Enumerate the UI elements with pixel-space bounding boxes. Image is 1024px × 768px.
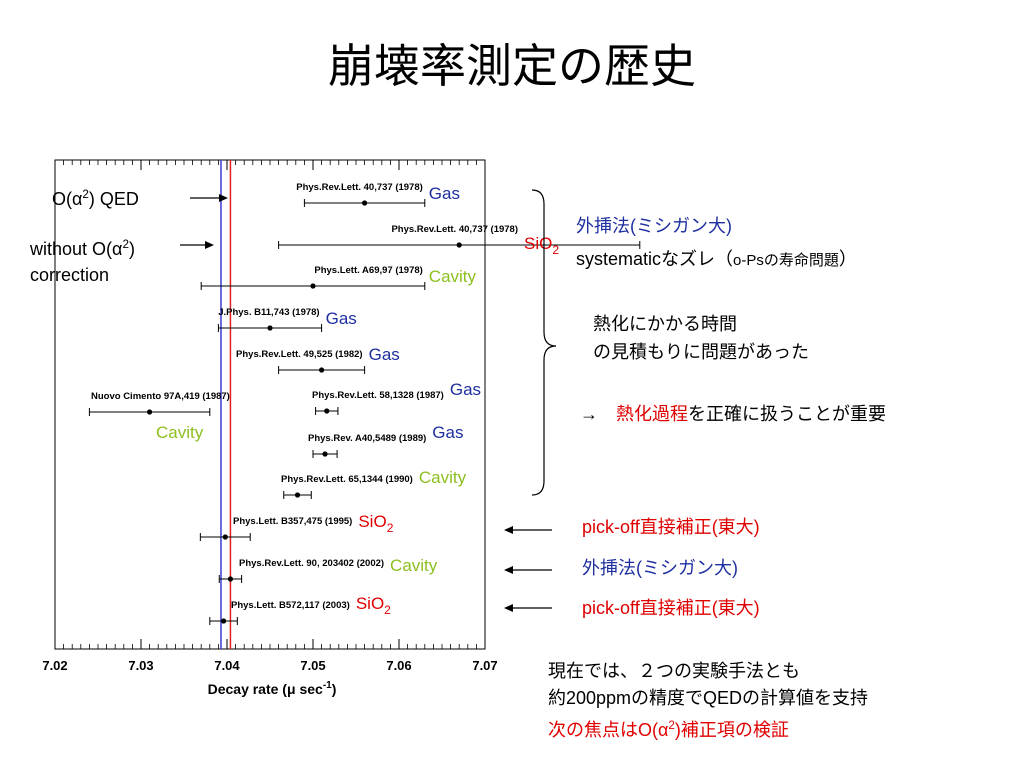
extrapolation-arrow-2-head [504,566,513,574]
data-point [324,408,330,414]
curly-brace [531,189,557,496]
summary-line-3: 次の焦点はO(α2)補正項の検証 [548,719,789,740]
tick-label: 7.04 [214,658,240,673]
measurement-3: Phys.Lett. A69,97 (1978) [200,265,426,290]
data-point [267,325,273,331]
data-point [222,534,228,540]
data-point [220,618,227,624]
measurement-4: J.Phys. B11,743 (1978) [217,307,323,332]
pickoff-arrow-2-head [504,604,513,612]
tick-label: 7.07 [472,658,497,673]
reference-label: Phys.Rev.Lett. 40,737 (1978) [296,182,423,193]
measurement-11: Phys.Rev.Lett. 90, 203402 (2002) [218,558,384,583]
reference-label: Phys.Lett. B572,117 (2003) [231,600,350,611]
method-label-1: Gas [429,184,460,203]
extrapolation-note: 外挿法(ミシガン大) [576,216,732,236]
measurement-1: Phys.Rev.Lett. 40,737 (1978) [296,182,426,207]
tick-label: 7.06 [386,658,411,673]
measurement-12: Phys.Lett. B572,117 (2003) [209,600,350,625]
pickoff-arrow-1-head [504,526,513,534]
method-label-4: Gas [326,309,357,328]
data-point [319,367,325,373]
data-point [362,200,368,206]
reference-label: Phys.Rev.Lett. 40,737 (1978) [391,224,518,235]
method-label-12: SiO2 [356,594,391,617]
annotations: GasSiO2CavityGasGasCavityGasGasCavitySiO… [156,184,559,617]
method-label-3: Cavity [429,267,477,286]
without-correction-label: without O(α2) correction [30,238,135,285]
reference-label: Phys.Rev. A40,5489 (1989) [308,433,426,444]
pickoff-note-2: pick-off直接補正(東大) [582,598,760,618]
measurement-7: Phys.Rev.Lett. 58,1328 (1987) [312,390,444,415]
measurement-2: Phys.Rev.Lett. 40,737 (1978) [278,224,641,249]
reference-label: Phys.Rev.Lett. 49,525 (1982) [236,349,363,360]
method-label-6: Cavity [156,423,204,442]
reference-label: Phys.Rev.Lett. 65,1344 (1990) [281,474,413,485]
importance-note: →熱化過程を正確に扱うことが重要 [580,404,886,424]
reference-label: Phys.Lett. A69,97 (1978) [314,265,422,276]
reference-label: Phys.Rev.Lett. 90, 203402 (2002) [239,558,384,569]
reference-label: Phys.Rev.Lett. 58,1328 (1987) [312,390,444,401]
reference-label: Nuovo Cimento 97A,419 (1987) [91,391,230,402]
summary-text: 現在では、２つの実験手法とも 約200ppmの精度でQEDの計算値を支持 次の焦… [548,658,868,744]
data-point [322,451,328,457]
tick-label: 7.03 [128,658,153,673]
data-point [227,576,234,582]
data-point [147,409,153,415]
measurement-10: Phys.Lett. B357,475 (1995) [199,516,352,541]
summary-line-1: 現在では、２つの実験手法とも [548,661,800,681]
theory-lines [220,160,232,649]
method-label-7: Gas [450,380,481,399]
extrapolation-note-2: 外挿法(ミシガン大) [582,558,738,578]
tick-label: 7.02 [42,658,67,673]
measurement-marks: Phys.Rev.Lett. 40,737 (1978) Phys.Rev.Let… [88,182,641,625]
pickoff-note-1: pick-off直接補正(東大) [582,517,760,537]
method-label-10: SiO2 [358,512,393,535]
slide-title: 崩壊率測定の歴史 [328,39,696,93]
without-correction-arrow-head [205,241,214,249]
measurement-9: Phys.Rev.Lett. 65,1344 (1990) [281,474,413,499]
method-label-11: Cavity [390,556,438,575]
qed-label: O(α2) QED [52,188,139,209]
thermalization-note: 熱化にかかる時間 の見積もりに問題があった [593,314,809,362]
method-label-8: Gas [432,423,463,442]
measurement-8: Phys.Rev. A40,5489 (1989) [308,433,426,458]
reference-label: J.Phys. B11,743 (1978) [218,307,319,318]
method-label-9: Cavity [419,468,467,487]
systematic-note: systematicなズレ（o-Psの寿命問題） [576,249,857,269]
measurement-6: Nuovo Cimento 97A,419 (1987) [88,391,230,416]
method-label-5: Gas [369,345,400,364]
summary-line-2: 約200ppmの精度でQEDの計算値を支持 [548,688,869,708]
method-label-2: SiO2 [524,234,559,257]
reference-label: Phys.Lett. B357,475 (1995) [233,516,352,527]
qed-arrow-head [219,194,228,202]
measurement-5: Phys.Rev.Lett. 49,525 (1982) [236,349,366,374]
tick-label: 7.05 [300,658,325,673]
data-point [310,283,316,289]
data-point [456,242,462,248]
x-axis-label: Decay rate (μ sec-1) [208,680,337,697]
data-point [294,492,301,498]
